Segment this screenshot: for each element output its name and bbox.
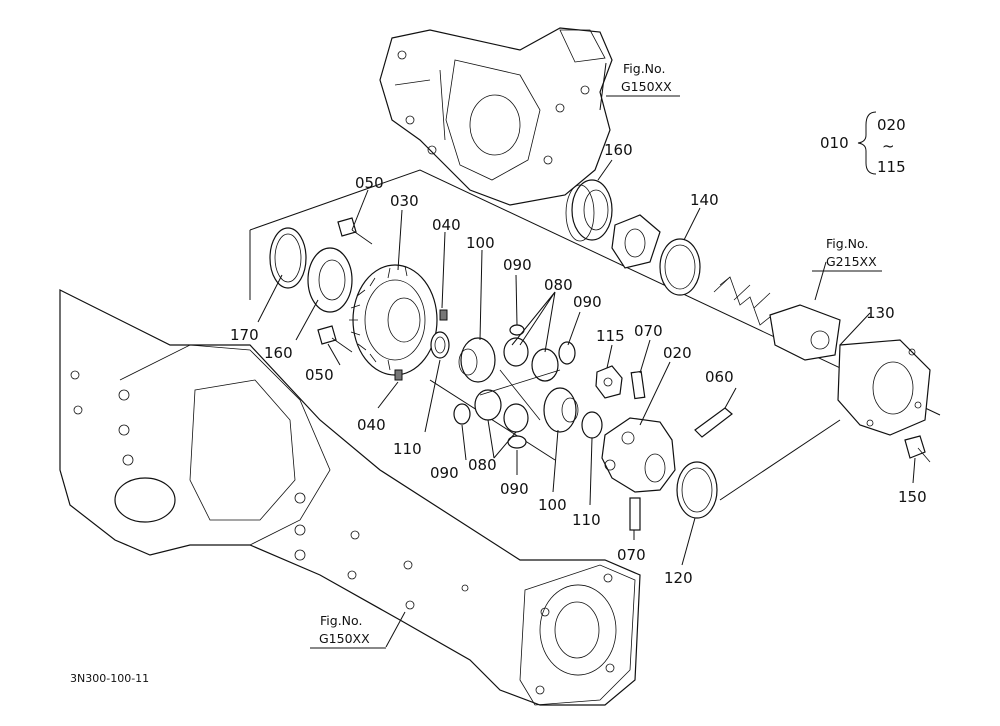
callout-090-top[interactable]: 090 (503, 256, 532, 274)
fig-ref-bottom-line2[interactable]: G150XX (319, 631, 370, 646)
callout-110-right[interactable]: 110 (572, 511, 601, 529)
group-bracket: 010 020 ~ 115 (820, 111, 906, 176)
cover-130 (837, 339, 931, 436)
group-to-label: 115 (877, 158, 906, 176)
drawing-code: 3N300-100-11 (70, 672, 149, 685)
ring-120 (676, 461, 718, 519)
group-tilde: ~ (882, 137, 895, 155)
pin-070-top (630, 370, 646, 400)
callout-070-top[interactable]: 070 (634, 322, 663, 340)
callout-040-top[interactable]: 040 (432, 216, 461, 234)
block-115 (595, 365, 623, 399)
fig-ref-bottom[interactable]: Fig.No. G150XX (310, 613, 386, 649)
assembly-outline (249, 169, 941, 501)
bolt-150 (904, 435, 931, 463)
shifter-g215 (769, 304, 841, 361)
callout-100-top[interactable]: 100 (466, 234, 495, 252)
fig-ref-mid-line1: Fig.No. (826, 236, 868, 251)
callout-110-left[interactable]: 110 (393, 440, 422, 458)
callout-150[interactable]: 150 (898, 488, 927, 506)
shim-ring-140 (659, 238, 701, 296)
callout-090-bottom-left[interactable]: 090 (430, 464, 459, 482)
fig-ref-mid-line2[interactable]: G215XX (826, 254, 877, 269)
callout-040-bottom[interactable]: 040 (357, 416, 386, 434)
callout-050-left[interactable]: 050 (305, 366, 334, 384)
callout-labels: 050 030 040 100 090 080 090 160 140 170 … (230, 141, 927, 587)
callout-115[interactable]: 115 (596, 327, 625, 345)
callout-140[interactable]: 140 (690, 191, 719, 209)
callout-100-bottom[interactable]: 100 (538, 496, 567, 514)
shaft-060 (694, 407, 733, 438)
callout-160-top[interactable]: 160 (604, 141, 633, 159)
washer-110-left (430, 331, 450, 359)
bearing-160-left (307, 247, 353, 313)
upper-housing-drawing (379, 27, 613, 206)
pin-070-bottom (629, 497, 641, 531)
group-from-label: 020 (877, 116, 906, 134)
callout-120[interactable]: 120 (664, 569, 693, 587)
callout-170[interactable]: 170 (230, 326, 259, 344)
axle-casing-drawing (59, 289, 641, 706)
callout-090-right[interactable]: 090 (573, 293, 602, 311)
callout-070-bottom[interactable]: 070 (617, 546, 646, 564)
fig-ref-top-line1: Fig.No. (623, 61, 665, 76)
callout-090-bottom[interactable]: 090 (500, 480, 529, 498)
fig-ref-top[interactable]: Fig.No. G150XX (606, 61, 680, 97)
bolt-050-left (317, 325, 353, 353)
fig-ref-bottom-line1: Fig.No. (320, 613, 362, 628)
pins-040 (394, 309, 448, 381)
callout-060[interactable]: 060 (705, 368, 734, 386)
differential-gears (453, 324, 603, 449)
leader-lines (257, 62, 916, 648)
group-assembly-label: 010 (820, 134, 849, 152)
callout-030[interactable]: 030 (390, 192, 419, 210)
ring-gear-030 (349, 264, 438, 376)
bolt-050-top (337, 217, 373, 245)
fig-ref-mid[interactable]: Fig.No. G215XX (812, 236, 882, 272)
collar-part (611, 214, 661, 269)
bearing-160-top (565, 179, 613, 242)
callout-080-top[interactable]: 080 (544, 276, 573, 294)
ring-170 (269, 227, 307, 289)
callout-160-left[interactable]: 160 (264, 344, 293, 362)
callout-020[interactable]: 020 (663, 344, 692, 362)
callout-050-top[interactable]: 050 (355, 174, 384, 192)
callout-080-bottom[interactable]: 080 (468, 456, 497, 474)
diff-case-020 (601, 417, 676, 493)
fig-ref-top-line2[interactable]: G150XX (621, 79, 672, 94)
callout-130[interactable]: 130 (866, 304, 895, 322)
